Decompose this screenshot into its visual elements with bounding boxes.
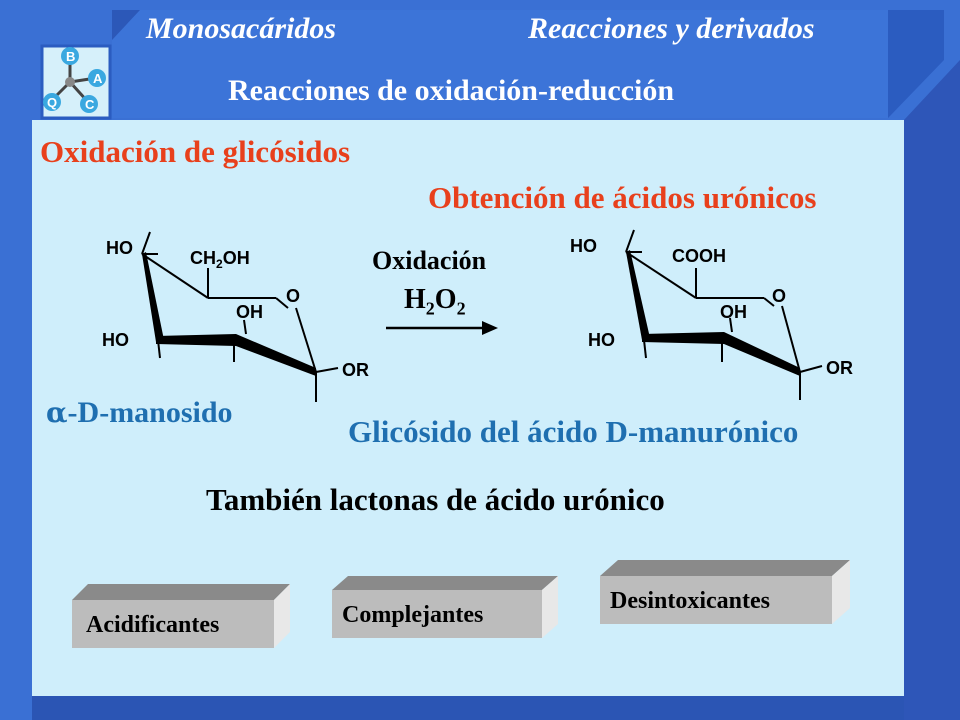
reaction-title: Obtención de ácidos urónicos [428, 180, 817, 215]
slide-subtitle: Reacciones de oxidación-reducción [228, 74, 675, 107]
header-left-title: Monosacáridos [146, 12, 337, 45]
product-ring-o: O [772, 286, 786, 306]
product-name: Glicósido del ácido D-manurónico [348, 414, 799, 449]
product-ho-left: HO [588, 330, 615, 350]
reagent-label: Oxidación [372, 246, 487, 275]
reactant-ring-o: O [286, 286, 300, 306]
use-box-complejantes: Complejantes [332, 576, 558, 640]
lactone-note: También lactonas de ácido urónico [206, 482, 665, 517]
reactant-oh: OH [236, 302, 263, 322]
logo-letter-a: A [93, 71, 103, 86]
reagent-formula: H2O2 [404, 284, 466, 319]
reactant-ch2oh: CH2OH [190, 248, 250, 271]
reactant-name: α-D-manosido [46, 396, 233, 429]
logo-letter-q: Q [47, 95, 57, 110]
reactant-ho-top: HO [106, 238, 133, 258]
use-label-acidificantes: Acidificantes [86, 612, 220, 638]
header-right-title: Reacciones y derivados [528, 12, 815, 45]
reaction-arrow [386, 321, 498, 335]
reactant-or: OR [342, 360, 369, 380]
section-title: Oxidación de glicósidos [40, 134, 351, 169]
product-cooh: COOH [672, 246, 726, 266]
use-box-desintoxicantes: Desintoxicantes [600, 560, 850, 626]
use-label-desintoxicantes: Desintoxicantes [610, 588, 770, 614]
product-structure: HO COOH O OH HO OR [570, 229, 853, 400]
product-or: OR [826, 358, 853, 378]
reactant-structure: HO CH2OH O OH HO OR [102, 231, 369, 402]
use-label-complejantes: Complejantes [342, 602, 484, 628]
logo-letter-b: B [66, 49, 75, 64]
biochem-logo: B A C Q [40, 44, 112, 120]
product-ho-top: HO [570, 236, 597, 256]
logo-letter-c: C [85, 97, 95, 112]
product-oh: OH [720, 302, 747, 322]
reactant-ho-left: HO [102, 330, 129, 350]
use-box-acidificantes: Acidificantes [72, 584, 290, 650]
